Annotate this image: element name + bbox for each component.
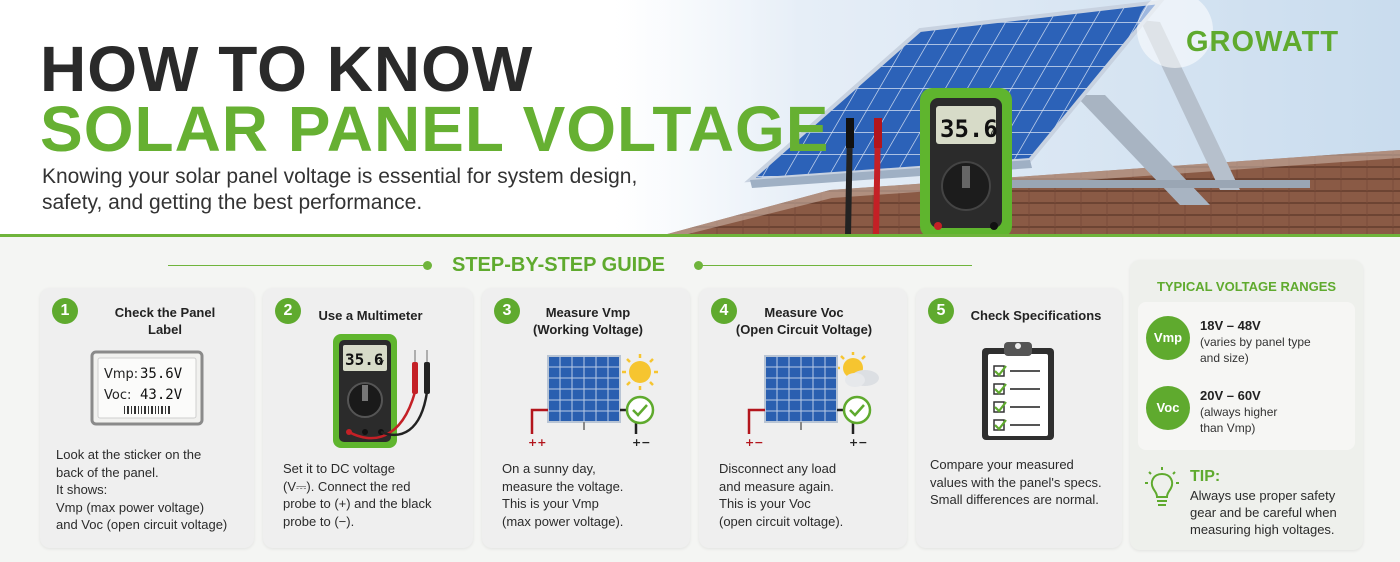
step-title: Check the Panel Label — [114, 305, 216, 337]
hero-meter-unit: V — [987, 130, 994, 140]
sticker-voc-value: 43.2V — [140, 387, 183, 403]
ranges-box: Vmp 18V – 48V (varies by panel type and … — [1138, 302, 1355, 450]
step-title: Check Specifications — [970, 308, 1102, 323]
vmp-range-note: (varies by panel type and size) — [1200, 335, 1311, 365]
sticker-voc-label: Voc: — [104, 388, 131, 403]
step-number: 4 — [711, 298, 737, 324]
step-card-3: 3 Measure Vmp (Working Voltage) ++ +− — [482, 288, 690, 548]
brand-logo: GROWATT — [1186, 26, 1340, 58]
page-title-line-2: SOLAR PANEL VOLTAGE — [40, 93, 830, 165]
solar-panel-icon — [764, 355, 838, 430]
voltage-ranges-panel: TYPICAL VOLTAGE RANGES Vmp 18V – 48V (va… — [1130, 260, 1363, 550]
step-description: On a sunny day, measure the voltage. Thi… — [502, 461, 624, 529]
step-number: 3 — [494, 298, 520, 324]
guide-title: STEP-BY-STEP GUIDE — [452, 254, 666, 276]
sun-cloud-icon — [837, 352, 879, 387]
clipboard-checklist-icon — [982, 342, 1054, 440]
hero-banner: 35.6 V HOW TO KNOW SOLAR PANEL VOLTAGE K… — [0, 0, 1400, 236]
step-number: 1 — [52, 298, 78, 324]
step-description: Disconnect any load and measure again. T… — [719, 461, 844, 529]
step-card-2: 2 Use a Multimeter 35.6 V Set it to DC v… — [263, 288, 473, 548]
negative-terminal-label: +− — [849, 436, 867, 449]
check-circle-icon — [625, 395, 655, 425]
sunny-panel-illustration: ++ +− — [528, 354, 658, 449]
vmp-badge: Vmp — [1146, 316, 1190, 360]
page-subtitle-line-2: safety, and getting the best performance… — [42, 191, 423, 214]
sticker-vmp-value: 35.6V — [140, 366, 183, 382]
solar-panel-icon — [547, 355, 621, 430]
negative-terminal-label: +− — [632, 436, 650, 449]
guide-line-right — [700, 265, 972, 266]
hero-meter-reading: 35.6 — [940, 115, 998, 143]
panel-label-sticker: Vmp: 35.6V Voc: 43.2V — [90, 350, 204, 426]
multimeter-reading: 35.6 — [345, 350, 384, 369]
sticker-vmp-label: Vmp: — [104, 367, 138, 382]
tip-text: Always use proper safety gear and be car… — [1190, 488, 1337, 537]
step-title: Use a Multimeter — [318, 308, 423, 323]
solar-roof-illustration: 35.6 V — [600, 0, 1400, 236]
step-description: Set it to DC voltage (V⎓). Connect the r… — [283, 461, 432, 529]
step-description: Look at the sticker on the back of the p… — [56, 447, 228, 532]
check-circle-icon — [842, 395, 872, 425]
step-card-5: 5 Check Specifications Compare your meas… — [916, 288, 1122, 548]
guide-dot-left — [423, 261, 432, 270]
page-title-line-1: HOW TO KNOW — [40, 33, 534, 105]
step-number: 2 — [275, 298, 301, 324]
step-number: 5 — [928, 298, 954, 324]
cloudy-panel-illustration: +− +− — [745, 352, 879, 449]
multimeter-icon: 35.6 V — [333, 334, 430, 448]
hero-divider — [0, 234, 1400, 237]
voc-range-value: 20V – 60V — [1200, 388, 1261, 403]
step-title: Measure Vmp (Working Voltage) — [532, 305, 644, 337]
page-subtitle-line-1: Knowing your solar panel voltage is esse… — [42, 165, 638, 188]
positive-terminal-label: ++ — [528, 436, 546, 449]
sun-icon — [622, 354, 658, 390]
step-card-1: 1 Check the Panel Label Vmp: 35.6V Voc: … — [40, 288, 254, 548]
multimeter-unit: V — [379, 359, 384, 367]
voc-range-note: (always higher than Vmp) — [1200, 405, 1278, 435]
step-card-4: 4 Measure Voc (Open Circuit Voltage) +− … — [699, 288, 907, 548]
step-description: Compare your measured values with the pa… — [930, 457, 1102, 507]
voltage-ranges-title: TYPICAL VOLTAGE RANGES — [1156, 279, 1337, 294]
guide-line-left — [168, 265, 426, 266]
tip-title: TIP: — [1190, 468, 1221, 485]
barcode-icon — [124, 406, 170, 414]
step-title: Measure Voc (Open Circuit Voltage) — [735, 305, 873, 337]
guide-dot-right — [694, 261, 703, 270]
lightbulb-icon — [1145, 467, 1179, 506]
vmp-range-value: 18V – 48V — [1200, 318, 1261, 333]
positive-terminal-label: +− — [745, 436, 763, 449]
voc-badge: Voc — [1146, 386, 1190, 430]
